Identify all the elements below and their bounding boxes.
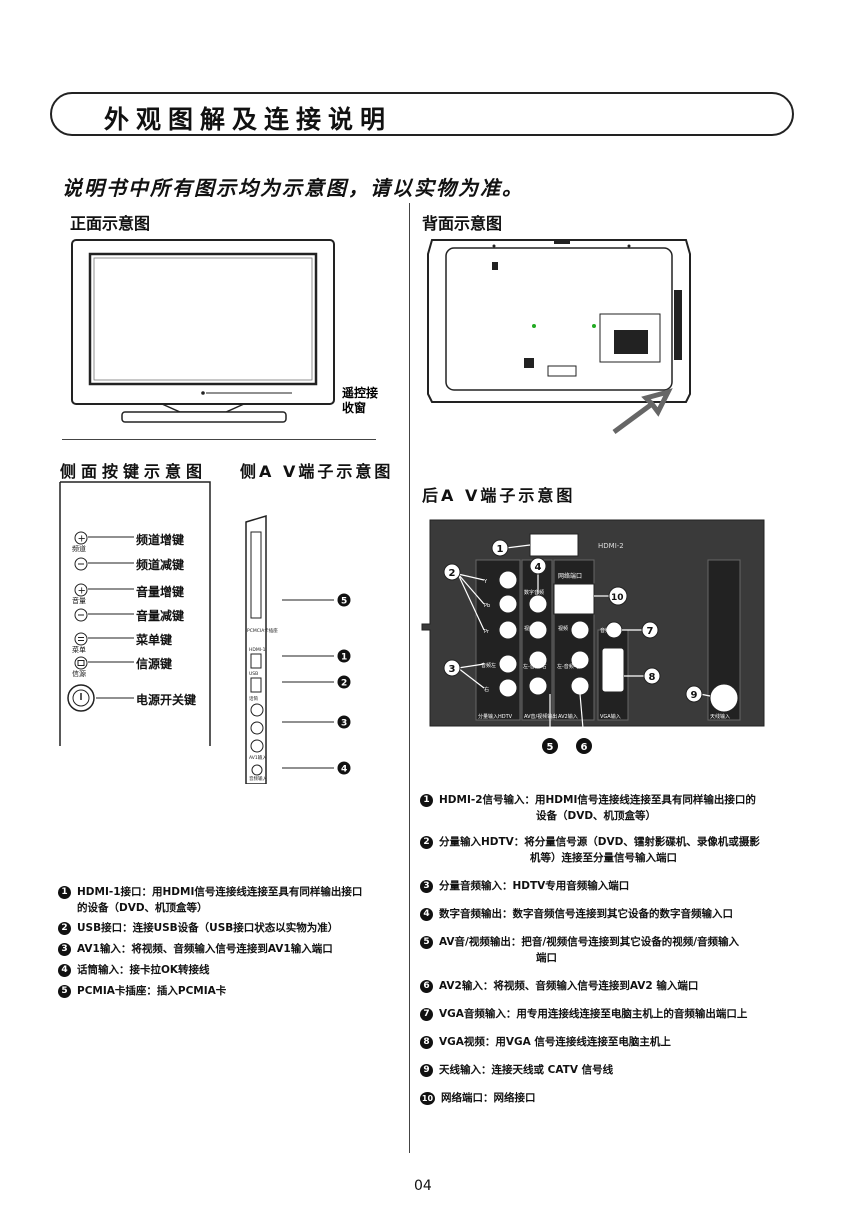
source-text: 信源	[72, 670, 86, 678]
rear-callout-10: 10	[611, 593, 624, 603]
front-view-diagram: 遥控接 收窗	[71, 239, 378, 423]
port-audio-l: 音频左	[481, 662, 496, 669]
port-pb: Pb	[484, 603, 490, 609]
rear-callout-7: 7	[647, 626, 654, 637]
rear-callout-3: 3	[449, 664, 456, 675]
channel-up-button[interactable]: +	[74, 530, 88, 549]
side-note-1-cont: 的设备（DVD、机顶盒等）	[77, 902, 208, 914]
port-audio-r: 右	[484, 686, 489, 693]
volume-down-label: 音量减键	[136, 609, 185, 623]
col-antenna-label: 天线输入	[710, 713, 730, 720]
volume-text: 音量	[72, 597, 86, 605]
center-divider	[409, 203, 410, 1153]
port-av2-audio: 左-音频-右	[557, 663, 581, 670]
rear-callout-6: 6	[581, 742, 588, 753]
rear-note-5-cont: 端口	[536, 952, 557, 964]
col-component-label: 分量输入HDTV	[478, 713, 513, 720]
rear-note-2-cont: 机等）连接至分量信号输入端口	[530, 852, 677, 864]
power-button[interactable]	[66, 683, 96, 717]
port-av-video: 视频	[524, 625, 534, 632]
ir-label-1: 遥控接	[342, 385, 378, 400]
subtitle: 说明书中所有图示均为示意图，请以实物为准。	[62, 176, 524, 200]
port-av-audio: 左-音频-右	[523, 663, 547, 670]
side-av-pcmcia-label: PCMCIA卡插座	[247, 627, 278, 634]
rear-note-1-cont: 设备（DVD、机顶盒等）	[536, 810, 657, 822]
side-av-callout-5: 5	[341, 597, 347, 607]
port-digital-audio: 数字音频	[524, 589, 544, 596]
menu-button[interactable]	[74, 631, 88, 650]
front-divider	[62, 439, 376, 440]
rear-callout-1: 1	[497, 544, 504, 555]
volume-down-button[interactable]	[74, 607, 88, 626]
net-port-label: 网络端口	[558, 572, 582, 580]
channel-up-label: 频道增键	[136, 533, 185, 547]
volume-up-button[interactable]: +	[74, 582, 88, 601]
side-av-heading: 侧A V端子示意图	[240, 462, 394, 481]
port-av2-video: 视频	[558, 625, 568, 632]
col-av-out-label: AV音/视频输出	[524, 713, 557, 720]
rear-callout-8: 8	[649, 672, 656, 683]
rear-callout-9: 9	[691, 690, 698, 701]
ir-label-2: 收窗	[342, 400, 366, 415]
volume-up-label: 音量增键	[136, 585, 185, 599]
back-view-diagram	[427, 239, 691, 435]
hdmi2-label: HDMI-2	[598, 542, 624, 550]
side-buttons-diagram	[59, 481, 211, 746]
svg-text:+: +	[78, 534, 86, 545]
side-av-usb-label: USB	[249, 671, 258, 677]
side-av-callout-1: 1	[341, 653, 347, 663]
channel-text: 频道	[72, 545, 86, 553]
menu-text: 菜单	[72, 646, 86, 654]
rear-av-diagram: HDMI-2 网络端口 Y Pb Pr 音频左 右 数字音频 视频 左-音频-右…	[421, 519, 765, 754]
power-label: 电源开关键	[136, 693, 197, 707]
title-banner: 外观图解及连接说明	[50, 92, 794, 136]
port-vga-audio: 音频	[600, 627, 610, 634]
side-av-av1-label: AV1输入	[249, 754, 267, 761]
side-buttons-heading: 侧面按键示意图	[60, 462, 208, 481]
side-av-diagram: PCMCIA卡插座 HDMI-1 USB 话筒 AV1输入 音频输入 5 1 2…	[245, 514, 351, 784]
side-av-hdmi-label: HDMI-1	[249, 647, 266, 653]
front-heading: 正面示意图	[70, 214, 151, 233]
source-label: 信源键	[136, 657, 173, 671]
port-y: Y	[483, 579, 488, 585]
svg-text:+: +	[78, 586, 86, 597]
menu-label: 菜单键	[136, 633, 173, 647]
rear-callout-5: 5	[547, 742, 554, 753]
channel-down-button[interactable]	[74, 556, 88, 575]
rear-callout-2: 2	[449, 568, 456, 579]
col-vga-label: VGA输入	[600, 713, 621, 720]
channel-down-label: 频道减键	[136, 558, 185, 572]
port-pr: Pr	[484, 629, 490, 635]
page-number: 04	[414, 1178, 432, 1194]
back-heading: 背面示意图	[422, 214, 503, 233]
side-av-callout-4: 4	[341, 765, 347, 775]
rear-av-heading: 后A V端子示意图	[422, 486, 576, 505]
rear-callout-4: 4	[535, 562, 542, 573]
side-av-callout-2: 2	[341, 679, 347, 689]
side-av-callout-3: 3	[341, 719, 347, 729]
source-button[interactable]	[74, 655, 88, 674]
side-av-audio-label: 音频输入	[249, 775, 267, 782]
side-av-mic-label: 话筒	[249, 695, 258, 702]
col-av2-label: AV2输入	[558, 713, 578, 720]
page-title: 外观图解及连接说明	[104, 105, 393, 134]
